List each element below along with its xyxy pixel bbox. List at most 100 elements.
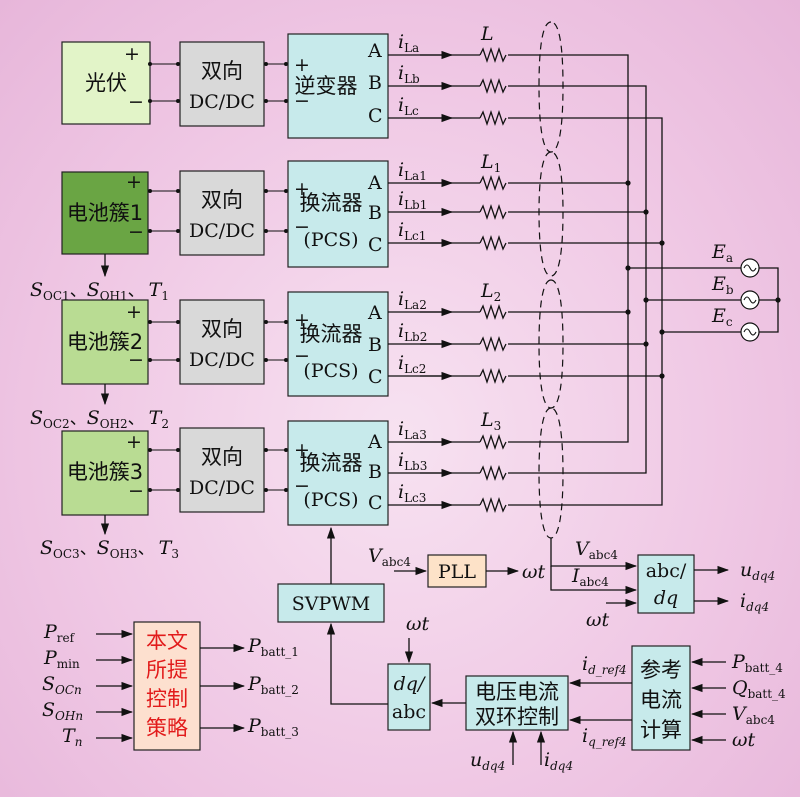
svg-text:iLc: iLc <box>398 94 419 118</box>
svg-text:DC/DC: DC/DC <box>189 220 255 242</box>
pv-box <box>61 41 151 125</box>
strategy-output-arrows <box>200 643 246 733</box>
battery-1-minus: − <box>128 221 144 243</box>
svg-text:A: A <box>367 172 382 194</box>
svg-text:−: − <box>294 345 310 367</box>
svg-text:Pmin: Pmin <box>43 647 80 671</box>
svg-text:双环控制: 双环控制 <box>475 705 559 729</box>
ref-calc-input-arrows <box>690 657 726 745</box>
dcdc-4: 双向 DC/DC <box>179 427 265 513</box>
battery-1-plus: + <box>126 171 142 193</box>
dc-terminal-dots <box>148 62 288 492</box>
svg-text:双向: 双向 <box>201 59 243 83</box>
svg-text:iLa: iLa <box>398 31 419 55</box>
svpwm-label: SVPWM <box>292 593 371 615</box>
battery-state-labels: SOC1、SOH1、T1 SOC2、SOH2、T2 SOC3、SOH3、T3 <box>30 279 179 561</box>
pv-minus-sign: − <box>128 91 144 113</box>
svg-text:iLa2: iLa2 <box>398 288 427 312</box>
strategy-input-arrows <box>96 629 134 743</box>
svg-text:A: A <box>367 302 382 324</box>
svg-text:iLb3: iLb3 <box>398 449 427 473</box>
svg-text:−: − <box>294 475 310 497</box>
pcs-3-box: 换流器 (PCS) + − <box>287 420 389 526</box>
svg-text:Vabc4: Vabc4 <box>732 703 775 727</box>
svg-text:换流器: 换流器 <box>300 322 363 346</box>
dq-abc-omega-t: ωt <box>406 613 429 635</box>
svg-text:iLa3: iLa3 <box>398 418 427 442</box>
battery-1-label: 电池簇1 <box>67 201 143 225</box>
svg-text:参考: 参考 <box>640 658 682 682</box>
id-ref-label: id_ref4 <box>582 653 627 677</box>
svg-text:+: + <box>294 439 310 461</box>
dual-loop-i-input-label: idq4 <box>544 749 573 773</box>
bus-junction-dots <box>625 180 781 379</box>
i-abc4-arrow <box>550 566 638 595</box>
abc-dq-box <box>637 554 695 614</box>
battery-3-label: 电池簇3 <box>67 460 143 484</box>
svg-text:策略: 策略 <box>146 716 188 740</box>
inverter-box: 逆变器 + − <box>287 33 389 139</box>
svg-text:L1: L1 <box>480 151 501 175</box>
svg-text:(PCS): (PCS) <box>303 360 358 382</box>
dcdc-2: 双向 DC/DC <box>179 170 265 256</box>
dq-abc-to-svpwm-arrow <box>326 622 388 705</box>
pll-output-omega-t: ωt <box>522 561 545 583</box>
svg-text:L3: L3 <box>480 409 501 433</box>
measurement-ellipses <box>538 21 564 539</box>
battery-1-state-label: SOC1、SOH1、T1 <box>30 279 169 303</box>
battery-2-box <box>61 299 149 385</box>
svg-text:Ec: Ec <box>711 305 733 329</box>
svg-text:Pbatt_3: Pbatt_3 <box>247 715 299 739</box>
svg-text:(PCS): (PCS) <box>303 489 358 511</box>
svg-text:DC/DC: DC/DC <box>189 91 255 113</box>
svg-text:B: B <box>368 334 382 356</box>
svg-text:C: C <box>368 105 383 127</box>
svg-text:iLc1: iLc1 <box>398 219 426 243</box>
ref-current-calc-box <box>631 645 691 751</box>
svg-text:iLb1: iLb1 <box>398 188 427 212</box>
svg-text:Eb: Eb <box>711 273 734 297</box>
iq-ref-label: iq_ref4 <box>582 725 627 749</box>
svg-text:Pbatt_2: Pbatt_2 <box>247 673 299 697</box>
svg-text:abc: abc <box>392 701 426 723</box>
svg-text:B: B <box>368 202 382 224</box>
svg-text:双向: 双向 <box>201 188 243 212</box>
phase-letters: ABC ABC ABC ABC <box>367 40 383 514</box>
svg-text:所提: 所提 <box>146 658 188 682</box>
battery-3-box <box>61 430 149 516</box>
svg-text:DC/DC: DC/DC <box>189 349 255 371</box>
pv-plus-sign: + <box>124 43 140 65</box>
svg-text:iLc3: iLc3 <box>398 481 426 505</box>
pll-box <box>427 554 487 588</box>
inductor-labels: L L1 L2 L3 <box>480 23 501 433</box>
dual-loop-box <box>465 675 569 731</box>
pll-input-label: Vabc4 <box>368 545 411 569</box>
svg-text:控制: 控制 <box>146 687 188 711</box>
svg-text:dq/: dq/ <box>394 673 426 695</box>
svg-text:SOHn: SOHn <box>42 699 83 723</box>
phase-current-labels: iLa iLb iLc iLa1 iLb1 iLc1 iLa2 iLb2 iLc… <box>398 31 427 505</box>
svg-text:Qbatt_4: Qbatt_4 <box>732 677 786 701</box>
svg-text:SOCn: SOCn <box>42 673 82 697</box>
battery-3-state-label: SOC3、SOH3、T3 <box>40 537 179 561</box>
svg-text:C: C <box>368 492 383 514</box>
dc-link-wires <box>148 63 288 491</box>
svg-text:L: L <box>480 23 494 45</box>
svg-text:换流器: 换流器 <box>300 191 363 215</box>
abc-dq-v-input-label: Vabc4 <box>575 538 618 562</box>
svg-text:Tn: Tn <box>62 725 82 749</box>
svg-text:B: B <box>368 72 382 94</box>
svg-text:C: C <box>368 366 383 388</box>
svg-text:iLb2: iLb2 <box>398 320 427 344</box>
abc-dq-i-output-label: idq4 <box>740 590 769 614</box>
svg-text:C: C <box>368 234 383 256</box>
svg-text:−: − <box>294 90 310 112</box>
pcs-2-box: 换流器 (PCS) + − <box>287 291 389 397</box>
pcs-1-box: 换流器 (PCS) + − <box>287 160 389 268</box>
abc-dq-omega-t: ωt <box>586 609 609 631</box>
svg-text:iLc2: iLc2 <box>398 352 426 376</box>
svg-text:Pbatt_1: Pbatt_1 <box>247 635 299 659</box>
svg-text:+: + <box>294 54 310 76</box>
pv-label: 光伏 <box>85 71 127 95</box>
